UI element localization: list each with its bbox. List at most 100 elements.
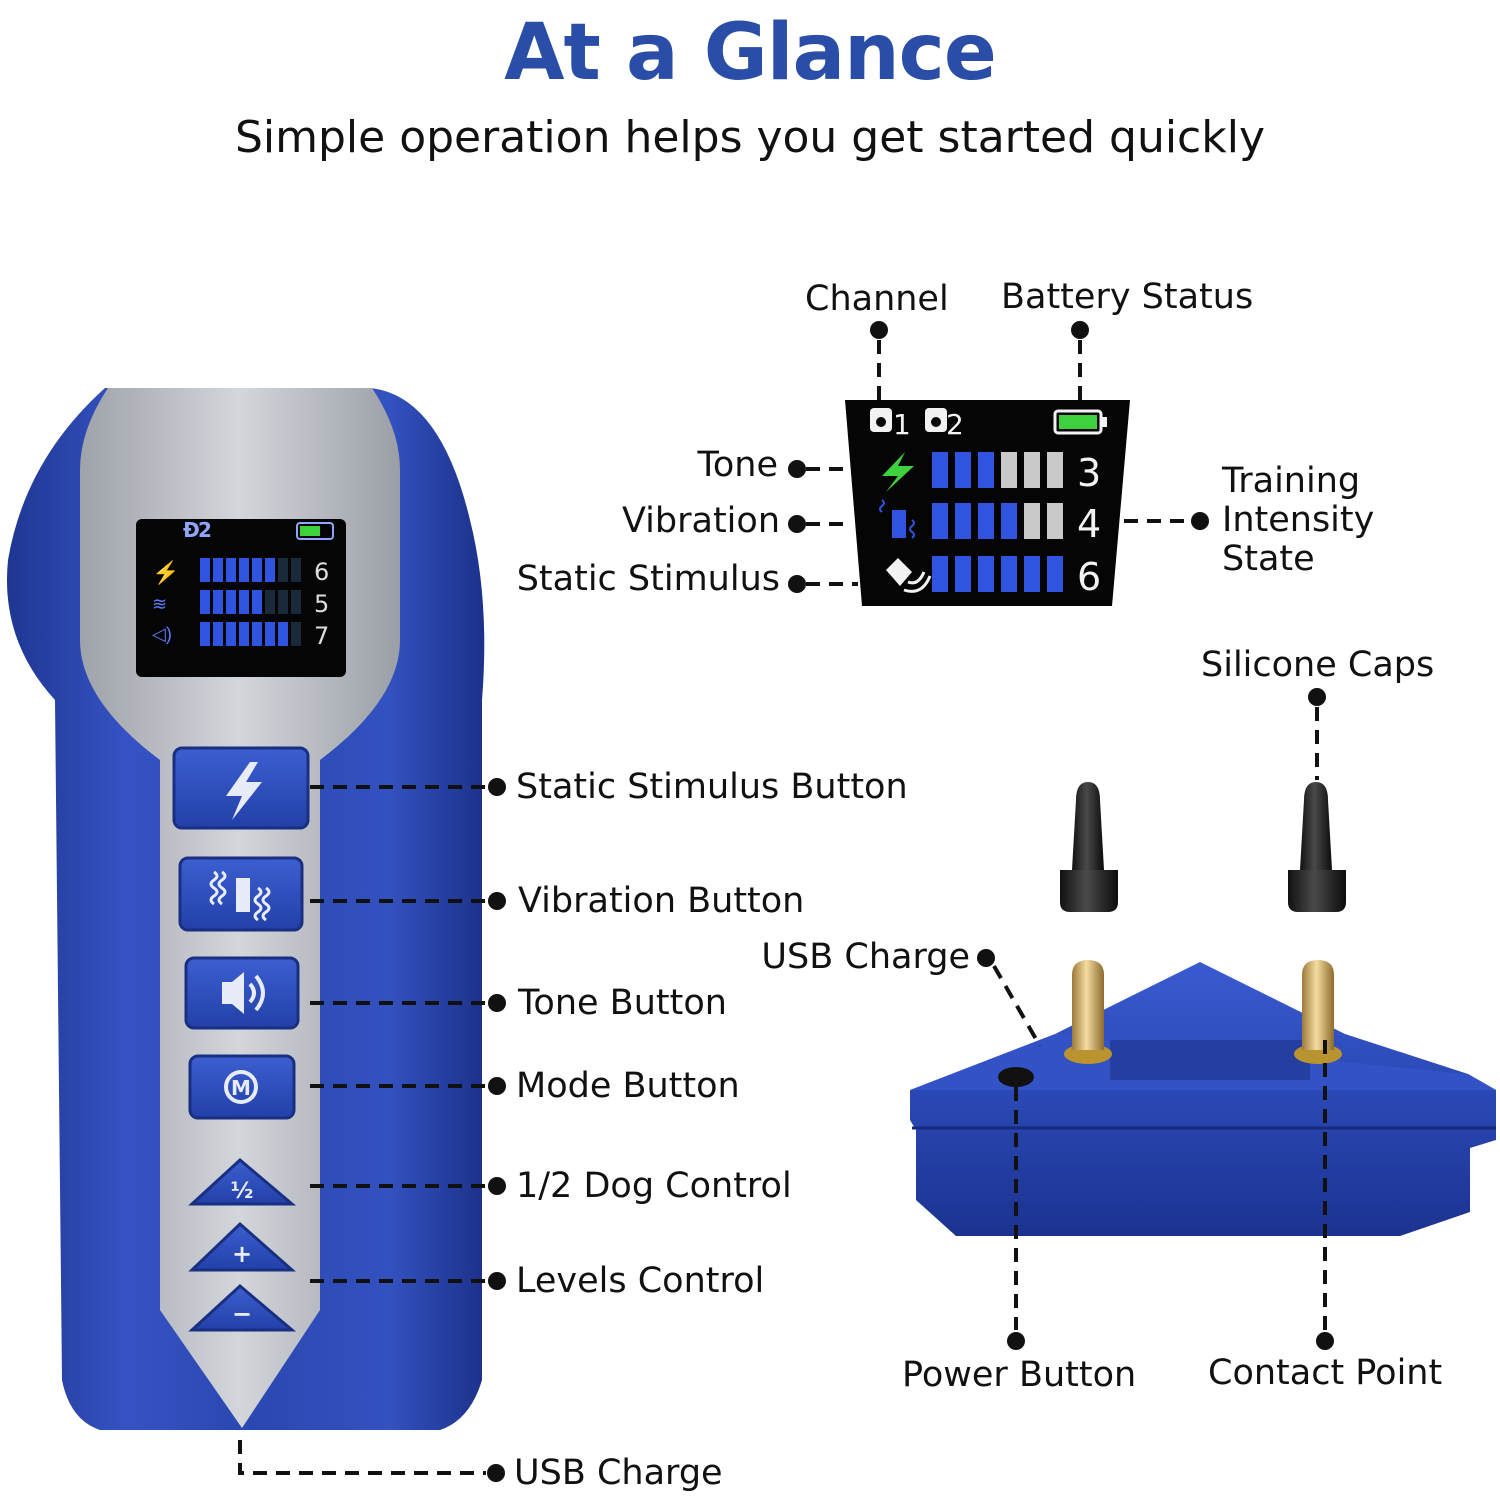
remote-bar-segment	[200, 558, 210, 582]
remote-bar-segment	[265, 558, 275, 582]
label-tone-button: Tone Button	[518, 983, 727, 1023]
intensity-bar-segment	[955, 556, 971, 592]
silicone-cap	[1060, 782, 1118, 912]
intensity-bar-segment	[978, 452, 994, 488]
dog-control-button[interactable]: ½	[188, 1158, 297, 1206]
remote-bar-segment	[265, 590, 275, 614]
battery-icon	[1053, 409, 1107, 435]
tone-button[interactable]	[184, 956, 300, 1030]
remote-bar-segment	[226, 590, 236, 614]
label-training-intensity-1: Training	[1222, 461, 1361, 501]
mode-button[interactable]: M	[188, 1054, 296, 1120]
label-vibration: Vibration	[622, 501, 780, 541]
label-power-button: Power Button	[902, 1355, 1137, 1395]
remote-callout-lines	[238, 778, 506, 1482]
label-dog-control: 1/2 Dog Control	[516, 1166, 792, 1206]
silicone-cap	[1288, 782, 1346, 912]
label-tone: Tone	[697, 445, 778, 485]
page-subtitle: Simple operation helps you get started q…	[234, 112, 1265, 163]
remote-bar-segment	[278, 590, 288, 614]
label-remote-usb-charge: USB Charge	[514, 1453, 723, 1493]
label-levels-control: Levels Control	[516, 1261, 765, 1301]
remote-bar-segment	[252, 558, 262, 582]
speaker-icon	[222, 972, 265, 1014]
static-stimulus-button[interactable]	[172, 746, 310, 830]
remote-screen-value-3: 7	[314, 622, 329, 650]
label-contact-point: Contact Point	[1208, 1353, 1443, 1393]
channel-2-number: 2	[946, 408, 964, 441]
display-callout-lines	[788, 321, 1209, 593]
remote-screen-value-2: 5	[314, 590, 329, 618]
dog-control-glyph: ½	[231, 1179, 254, 1204]
intensity-bar-segment	[978, 503, 994, 539]
static-mode-icon	[882, 452, 914, 492]
mode-button-glyph: M	[231, 1076, 251, 1100]
level-down-glyph: −	[232, 1300, 252, 1328]
intensity-bars	[932, 452, 1063, 592]
label-receiver-usb-charge: USB Charge	[761, 937, 970, 977]
intensity-bar-segment	[1047, 452, 1063, 488]
remote-bar-segment	[252, 622, 262, 646]
channel-1-number: 1	[893, 408, 911, 441]
remote-lightning-icon: ⚡	[152, 560, 179, 586]
label-channel: Channel	[805, 279, 949, 319]
remote-battery-icon	[296, 522, 334, 540]
collar-receiver	[910, 782, 1496, 1236]
remote-bar-segment	[252, 590, 262, 614]
static-intensity-value: 3	[1077, 451, 1101, 495]
remote-vibration-icon: ≋	[152, 594, 167, 614]
intensity-bar-segment	[1001, 556, 1017, 592]
intensity-bar-segment	[1047, 556, 1063, 592]
contact-point	[1064, 960, 1112, 1064]
intensity-bar-segment	[978, 556, 994, 592]
label-battery-status: Battery Status	[1001, 277, 1254, 317]
vibration-icon	[209, 870, 271, 922]
tone-intensity-value: 6	[1077, 555, 1101, 599]
remote-bar-segment	[278, 558, 288, 582]
vibration-intensity-value: 4	[1077, 502, 1101, 546]
page-title: At a Glance	[504, 8, 997, 98]
remote-bar-segment	[213, 558, 223, 582]
mode-m-icon	[224, 1070, 258, 1104]
remote-screen-channel-icon: Đ	[183, 518, 200, 542]
remote-bar-segment	[226, 622, 236, 646]
intensity-bar-segment	[932, 452, 948, 488]
remote-bar-segment	[265, 622, 275, 646]
vibration-mode-icon	[879, 499, 915, 539]
label-training-intensity-3: State	[1222, 539, 1315, 579]
contact-point	[1294, 960, 1342, 1064]
paw-icon	[925, 408, 947, 432]
intensity-bar-segment	[1047, 503, 1063, 539]
remote-bar-segment	[291, 622, 301, 646]
label-static-stimulus-button: Static Stimulus Button	[516, 767, 908, 807]
remote-bar-segment	[213, 622, 223, 646]
receiver-callout-lines	[977, 688, 1334, 1350]
vibration-button[interactable]	[178, 856, 304, 932]
remote-transmitter: Đ 2 ⚡ ≋ ◁) 6 5 7	[6, 388, 485, 1430]
lightning-icon	[226, 762, 262, 820]
intensity-bar-segment	[1024, 452, 1040, 488]
level-down-button[interactable]: −	[188, 1284, 297, 1332]
remote-bar-segment	[278, 622, 288, 646]
remote-bar-segment	[200, 590, 210, 614]
level-up-button[interactable]: +	[188, 1221, 296, 1272]
remote-bar-segment	[239, 558, 249, 582]
label-silicone-caps: Silicone Caps	[1201, 645, 1435, 685]
remote-bar-segment	[291, 558, 301, 582]
intensity-bar-segment	[955, 503, 971, 539]
display-diagram: 1 2 3 4 6	[845, 400, 1130, 606]
remote-bar-segment	[291, 590, 301, 614]
remote-bar-segment	[239, 590, 249, 614]
remote-screen-channel: 2	[198, 518, 212, 542]
power-button[interactable]	[998, 1067, 1034, 1087]
intensity-bar-segment	[1024, 556, 1040, 592]
intensity-bar-segment	[1001, 503, 1017, 539]
remote-bar-segment	[226, 558, 236, 582]
label-vibration-button: Vibration Button	[518, 881, 805, 921]
intensity-bar-segment	[1001, 452, 1017, 488]
label-mode-button: Mode Button	[516, 1066, 740, 1106]
intensity-bar-segment	[1024, 503, 1040, 539]
label-static-stimulus: Static Stimulus	[516, 559, 780, 599]
remote-tone-icon: ◁)	[152, 624, 172, 644]
